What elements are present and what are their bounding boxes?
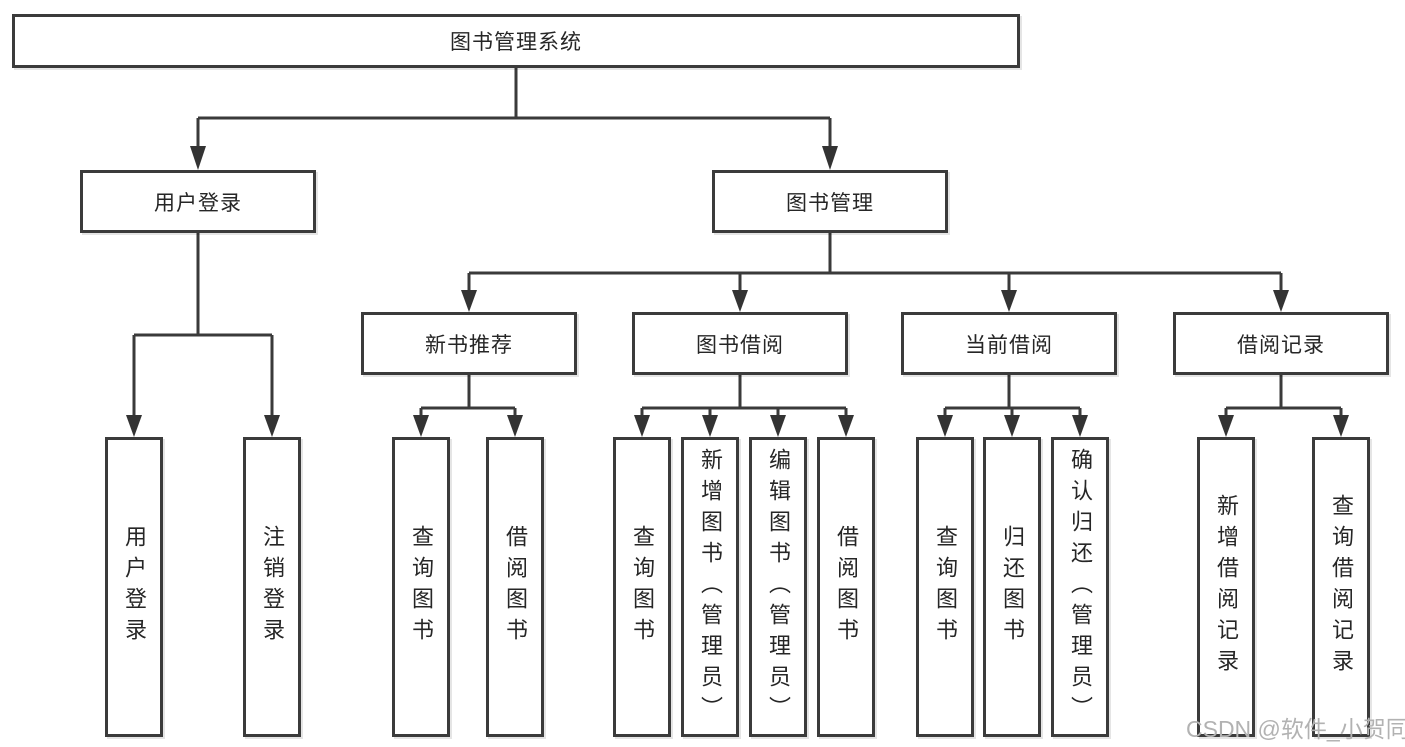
arrowhead-icons bbox=[126, 146, 1349, 437]
leaf-label: 查询图书 bbox=[933, 525, 958, 649]
leaf-label: 编辑图书（管理员） bbox=[766, 447, 791, 727]
leaf-label: 查询图书 bbox=[409, 525, 434, 649]
node-label: 当前借阅 bbox=[965, 333, 1053, 357]
leaf-query-books-recommend: 查询图书 bbox=[392, 437, 450, 737]
leaf-label: 新增借阅记录 bbox=[1214, 494, 1239, 680]
leaf-return-books: 归还图书 bbox=[983, 437, 1041, 737]
node-label: 借阅记录 bbox=[1237, 333, 1325, 357]
leaf-logout: 注销登录 bbox=[243, 437, 301, 737]
leaf-label: 确认归还（管理员） bbox=[1068, 447, 1093, 727]
node-label: 图书管理系统 bbox=[450, 31, 582, 54]
leaf-label: 借阅图书 bbox=[503, 525, 528, 649]
node-label: 图书管理 bbox=[786, 191, 874, 215]
leaf-query-books-borrowing: 查询图书 bbox=[613, 437, 671, 737]
csdn-watermark: CSDN @软件_小贺同学 bbox=[1186, 716, 1405, 742]
leaf-query-books-current: 查询图书 bbox=[916, 437, 974, 737]
leaf-label: 用户登录 bbox=[122, 525, 147, 649]
node-new-book-recommend: 新书推荐 bbox=[361, 312, 577, 375]
leaf-label: 借阅图书 bbox=[834, 525, 859, 649]
leaf-label: 新增图书（管理员） bbox=[698, 447, 723, 727]
leaf-user-login: 用户登录 bbox=[105, 437, 163, 737]
leaf-confirm-return-admin: 确认归还（管理员） bbox=[1051, 437, 1109, 737]
node-user-login: 用户登录 bbox=[80, 170, 316, 233]
node-label: 新书推荐 bbox=[425, 333, 513, 357]
leaf-label: 注销登录 bbox=[260, 525, 285, 649]
node-label: 用户登录 bbox=[154, 191, 242, 215]
leaf-label: 归还图书 bbox=[1000, 525, 1025, 649]
node-label: 图书借阅 bbox=[696, 333, 784, 357]
leaf-edit-books-admin: 编辑图书（管理员） bbox=[749, 437, 807, 737]
leaf-add-borrow-record: 新增借阅记录 bbox=[1197, 437, 1255, 737]
node-library-management-system: 图书管理系统 bbox=[12, 14, 1020, 68]
leaf-borrow-books-recommend: 借阅图书 bbox=[486, 437, 544, 737]
leaf-query-borrow-record: 查询借阅记录 bbox=[1312, 437, 1370, 737]
node-book-borrowing: 图书借阅 bbox=[632, 312, 848, 375]
leaf-add-books-admin: 新增图书（管理员） bbox=[681, 437, 739, 737]
leaf-label: 查询图书 bbox=[630, 525, 655, 649]
node-current-borrowing: 当前借阅 bbox=[901, 312, 1117, 375]
node-book-management: 图书管理 bbox=[712, 170, 948, 233]
leaf-label: 查询借阅记录 bbox=[1329, 494, 1354, 680]
leaf-borrow-books: 借阅图书 bbox=[817, 437, 875, 737]
node-borrowing-records: 借阅记录 bbox=[1173, 312, 1389, 375]
